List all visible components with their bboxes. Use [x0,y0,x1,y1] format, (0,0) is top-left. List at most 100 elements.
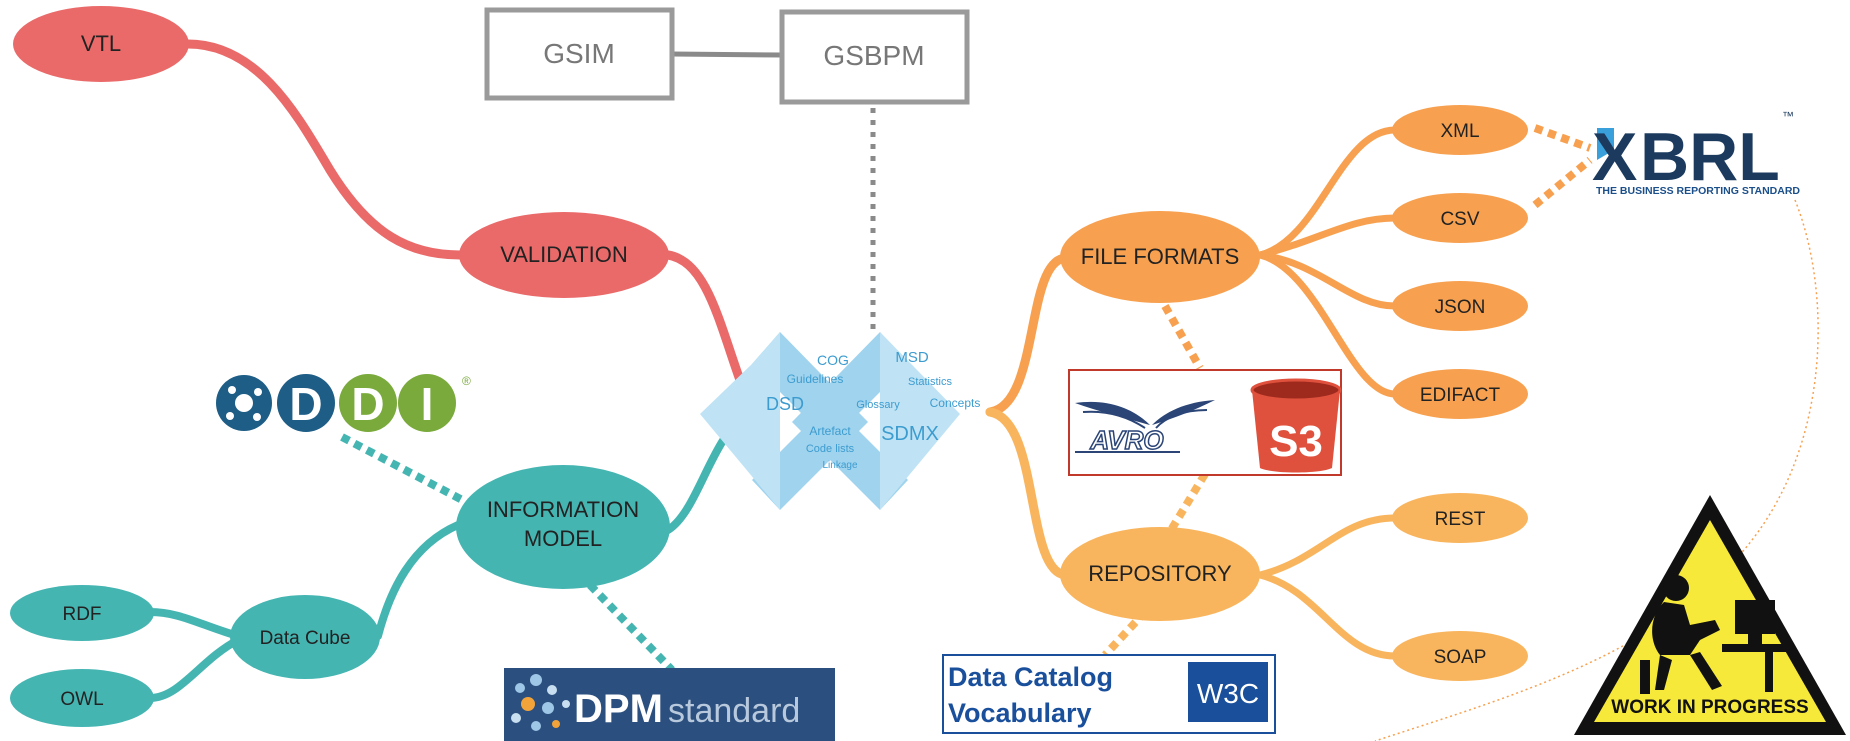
word-glossary: Glossary [856,399,900,411]
framework-boxes: GSIM GSBPM [484,7,970,105]
node-xml: XML [1392,105,1528,155]
branch-infomodel-datacube [374,521,462,640]
vtl-label: VTL [81,31,121,56]
node-rest: REST [1392,493,1528,543]
worker-at-computer-icon [1640,575,1786,694]
node-vtl: VTL [13,6,189,82]
gsbpm-label: GSBPM [823,40,924,71]
branch-ff-edifact [1256,251,1399,398]
dcat-w3c-logo: Data Catalog Vocabulary W3C [942,654,1276,734]
link-xml-xbrl [1533,124,1592,152]
wip-text: WORK IN PROGRESS [1611,697,1808,718]
branch-datacube-owl [146,636,242,702]
validation-label: VALIDATION [500,242,628,267]
ddi-letter-d2: D [351,378,384,430]
xbrl-logo: X BRL ™ THE BUSINESS REPORTING STANDARD [1592,109,1800,197]
word-statistics: Statistics [908,376,953,388]
dpm-bold-text: DPM [574,687,663,731]
sdmx-logo-right-outer [880,332,960,510]
word-sdmx: SDMX [881,423,939,445]
repository-label: REPOSITORY [1088,561,1232,586]
branch-datacube-rdf [146,608,242,640]
node-data-cube: Data Cube [230,595,380,679]
word-guidelines: Guidelines [787,372,844,386]
xbrl-brl-text: BRL [1640,119,1780,195]
node-file-formats: FILE FORMATS [1060,211,1260,303]
word-cog: COG [817,352,849,368]
node-json: JSON [1392,281,1528,331]
link-s3-repository [1164,471,1209,538]
word-msd: MSD [895,349,929,366]
data-cube-label: Data Cube [260,628,351,649]
ddi-gear-icon [216,375,272,431]
branch-repo-rest [1256,514,1399,579]
node-repository: REPOSITORY [1060,527,1260,621]
link-csv-xbrl [1532,156,1593,209]
csv-label: CSV [1440,209,1479,230]
sdmx-logo: COG Guidelines MSD Statistics DSD Glossa… [700,332,980,510]
word-concepts: Concepts [930,396,981,410]
node-rdf: RDF [10,585,154,641]
node-edifact: EDIFACT [1392,369,1528,419]
link-repository-dcat [1102,609,1148,658]
dpm-standard-logo: DPM standard [504,668,835,741]
rest-label: REST [1435,509,1486,530]
ddi-registered-mark: ® [462,374,471,388]
gsim-label: GSIM [543,38,615,69]
xbrl-x-accent-icon [1597,128,1614,160]
protocol-leaves: REST SOAP [1392,493,1528,681]
branch-repo-soap [1256,571,1399,660]
rdf-label: RDF [62,604,101,625]
word-dsd: DSD [766,394,804,414]
branch-ff-csv [1256,214,1399,259]
avro-s3-box: AVRO S3 [1068,369,1342,476]
file-formats-label: FILE FORMATS [1081,244,1240,269]
branch-ff-json [1256,251,1399,310]
work-in-progress-sign: WORK IN PROGRESS [1574,495,1846,735]
node-validation: VALIDATION [459,212,669,298]
node-owl: OWL [10,669,154,727]
w3c-text: W3C [1197,678,1259,709]
w3c-badge-icon [1188,662,1268,722]
link-infomodel-dpm [587,582,675,673]
word-codelists: Code lists [806,443,855,455]
word-artefact: Artefact [809,424,851,438]
node-information-model: INFORMATION MODEL [456,465,670,589]
avro-text: AVRO [1089,425,1163,455]
xbrl-x-text: X [1592,119,1637,195]
format-leaves: XML CSV JSON EDIFACT [1392,105,1528,419]
s3-text: S3 [1269,417,1323,466]
information-model-label-line2: MODEL [524,526,602,551]
xml-label: XML [1440,121,1479,142]
dotted-links [340,108,1819,741]
avro-logo: AVRO [1075,400,1215,456]
dpm-dots-icon [511,674,570,731]
node-soap: SOAP [1392,631,1528,681]
dpm-light-text: standard [668,692,800,730]
branch-ff-xml [1256,126,1399,259]
ddi-logo: D D I ® [216,374,471,432]
sdmx-logo-left-outer [700,332,780,510]
dcat-line2: Vocabulary [948,698,1092,728]
information-model-label-line1: INFORMATION [487,497,639,522]
ddi-letter-i: I [421,378,434,430]
sdmx-word-cloud: COG Guidelines MSD Statistics DSD Glossa… [766,349,980,471]
xbrl-tagline: THE BUSINESS REPORTING STANDARD [1596,185,1800,197]
soap-label: SOAP [1434,647,1487,668]
edifact-label: EDIFACT [1420,385,1501,406]
branch-vtl-validation [183,39,465,260]
link-ddi-infomodel [340,433,470,507]
gsim-gsbpm-connector [671,51,783,58]
s3-bucket-icon: S3 [1250,378,1342,473]
gsbpm-box: GSBPM [779,9,970,105]
orange-branches [985,126,1399,660]
node-csv: CSV [1392,193,1528,243]
ddi-letter-d1: D [289,378,322,430]
branch-center-fileformats [985,253,1070,417]
gsim-box: GSIM [484,7,675,101]
branch-center-repository [985,407,1070,580]
link-fileformats-avro [1161,304,1204,370]
json-label: JSON [1435,297,1486,318]
word-linkage: Linkage [822,460,857,471]
